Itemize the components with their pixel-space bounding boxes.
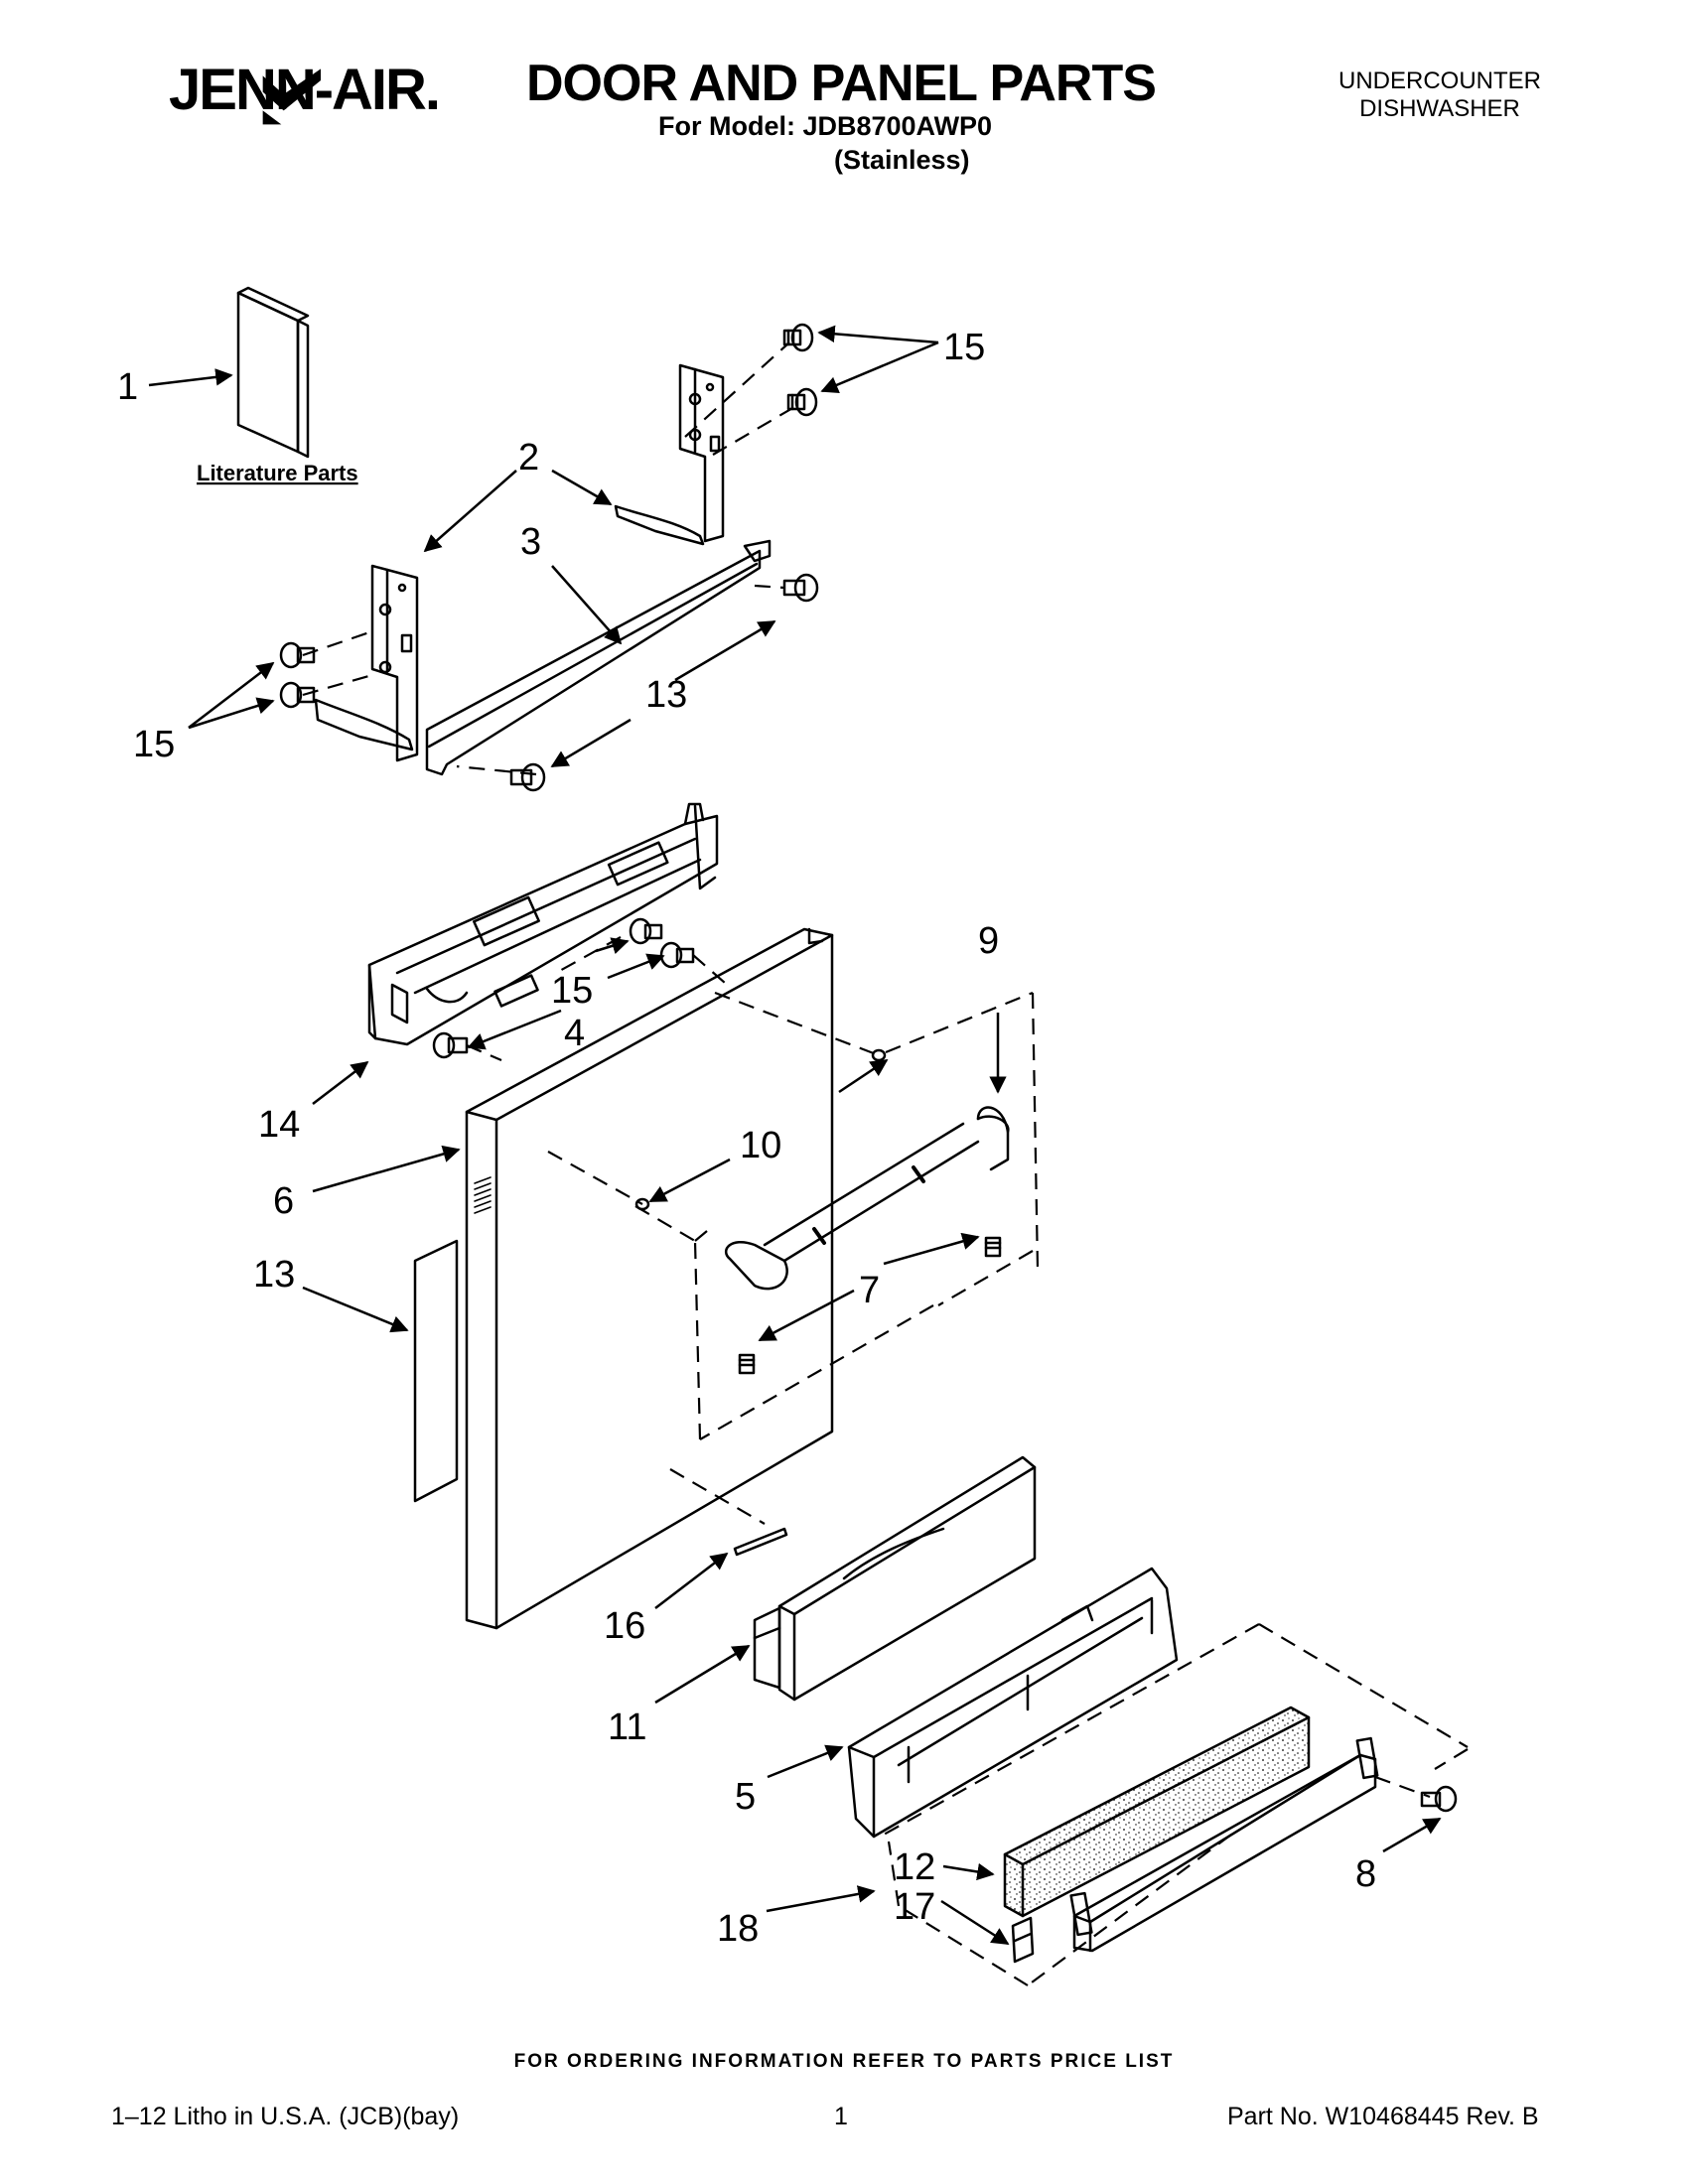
- callout-5: 5: [735, 1776, 756, 1818]
- callout-16: 16: [604, 1605, 645, 1647]
- callout-13-door: 13: [253, 1254, 295, 1296]
- control-panel-assembly-part: [367, 802, 719, 1046]
- callout-15-mid: 15: [551, 970, 593, 1012]
- callout-14: 14: [258, 1104, 300, 1146]
- callout-3: 3: [520, 521, 541, 563]
- toe-panel-screw: [1420, 1785, 1458, 1813]
- callout-9: 9: [978, 920, 999, 962]
- callout-10: 10: [740, 1125, 781, 1166]
- callout-12: 12: [894, 1846, 935, 1888]
- callout-11: 11: [608, 1706, 646, 1748]
- callout-13-rail: 13: [645, 674, 687, 716]
- literature-book-part: [236, 286, 310, 459]
- hinge-bracket-right-part: [614, 363, 725, 546]
- screw-door-left: [432, 1031, 469, 1059]
- screw-rail-left: [509, 762, 546, 792]
- callout-4: 4: [564, 1013, 585, 1054]
- door-handle-part: [724, 1106, 1010, 1291]
- ordering-note: FOR ORDERING INFORMATION REFER TO PARTS …: [513, 2051, 1175, 2072]
- litho-note: 1–12 Litho in U.S.A. (JCB)(bay): [111, 2103, 460, 2130]
- set-screw-right: [984, 1236, 1002, 1258]
- callout-8: 8: [1355, 1853, 1376, 1895]
- product-type-line2: DISHWASHER: [1359, 95, 1520, 122]
- callout-15-left: 15: [133, 724, 175, 765]
- screw-mid-1: [629, 917, 663, 945]
- page-title: DOOR AND PANEL PARTS: [526, 55, 1157, 112]
- support-rail-part: [425, 539, 772, 776]
- callout-17: 17: [894, 1886, 935, 1928]
- set-screw-left: [738, 1353, 756, 1375]
- door-gasket-strip-part: [413, 1239, 459, 1503]
- literature-parts-label: Literature Parts: [197, 461, 358, 485]
- insulation-foam-part: [1003, 1706, 1311, 1918]
- callout-1: 1: [117, 366, 138, 408]
- model-line: For Model: JDB8700AWP0: [658, 111, 993, 141]
- inner-door-panel-part: [753, 1455, 1037, 1702]
- callout-7: 7: [859, 1270, 880, 1311]
- callout-18: 18: [717, 1908, 759, 1950]
- part-number: Part No. W10468445 Rev. B: [1227, 2103, 1539, 2130]
- lower-bracket-frame-part: [847, 1567, 1179, 1839]
- product-type: UNDERCOUNTER DISHWASHER: [1321, 68, 1559, 123]
- callout-2: 2: [518, 437, 539, 478]
- brand-name: JENN-AIR.: [169, 58, 441, 122]
- screw-left-2: [279, 681, 316, 709]
- screw-left-1: [279, 641, 316, 669]
- hinge-bracket-left-part: [314, 564, 419, 762]
- callout-6: 6: [273, 1180, 294, 1222]
- screw-top-2: [786, 387, 818, 417]
- screw-mid-2: [659, 941, 695, 969]
- screw-rail-right: [782, 573, 819, 603]
- door-panel-part: [465, 927, 834, 1630]
- toe-panel-clip-part: [1011, 1916, 1035, 1964]
- screw-top-1: [782, 323, 814, 352]
- product-type-line1: UNDERCOUNTER: [1338, 68, 1541, 94]
- variant-label: (Stainless): [834, 145, 970, 175]
- door-clip-part: [733, 1527, 788, 1557]
- toe-panel-part: [1069, 1736, 1379, 1953]
- handle-bushing-upper: [871, 1048, 887, 1062]
- callout-15-top: 15: [943, 327, 985, 368]
- jenn-air-logo-icon: [262, 68, 321, 125]
- page-number: 1: [834, 2103, 848, 2130]
